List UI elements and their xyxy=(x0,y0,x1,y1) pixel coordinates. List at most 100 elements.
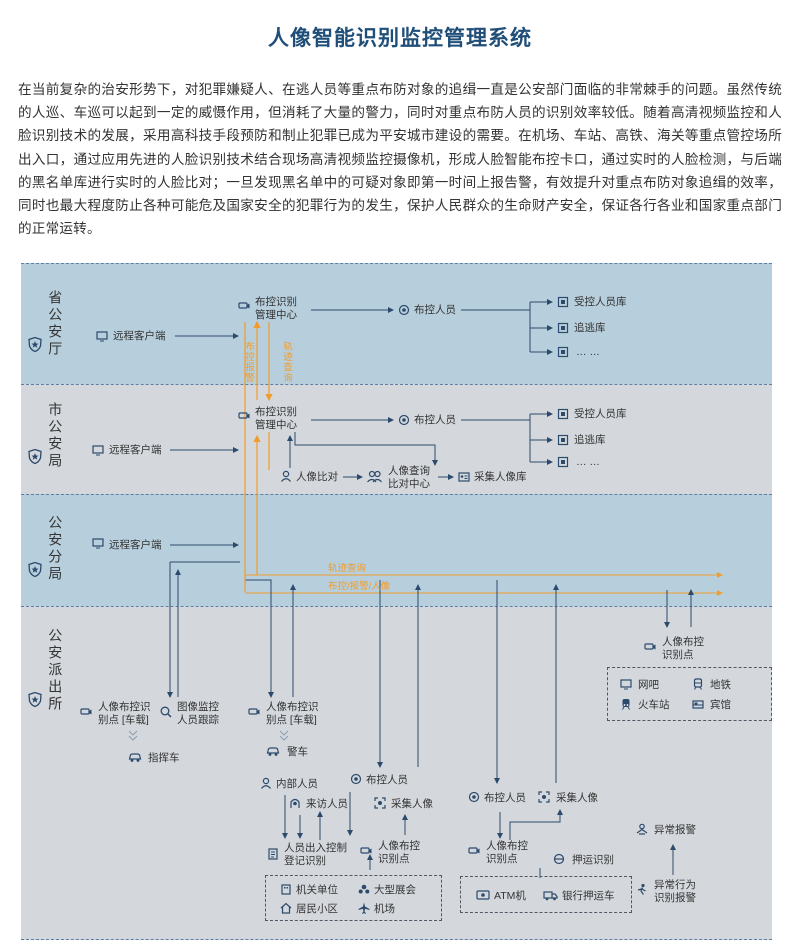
collect1-label: 采集人像 xyxy=(391,798,433,810)
personnel1-label: 布控人员 xyxy=(366,774,408,786)
venue-box-mid xyxy=(460,876,632,913)
divider xyxy=(21,494,772,495)
flow-label-trace-down: 轨迹查询 xyxy=(281,341,292,383)
camera-icon xyxy=(468,847,480,854)
subway-icon xyxy=(693,678,703,690)
venue-left-label: 机关单位 xyxy=(296,884,338,896)
face-scan-icon xyxy=(538,791,550,803)
city-compare-label: 人像比对 xyxy=(296,471,338,483)
home-icon xyxy=(280,902,292,914)
band-label-branch: 公安分局 xyxy=(26,515,66,588)
database-icon xyxy=(557,456,569,468)
train-icon xyxy=(622,699,630,710)
flow-label-alarm: 布控/报警/人像 xyxy=(328,581,391,592)
camera-icon xyxy=(360,847,372,854)
point2-label: 人像布控 识别点 xyxy=(486,840,528,865)
monitor-icon xyxy=(96,331,108,342)
car-icon xyxy=(266,747,280,756)
city-center-label: 布控识别 管理中心 xyxy=(255,406,297,431)
escort-icon xyxy=(553,853,565,865)
venue-left-label: 居民小区 xyxy=(296,903,338,915)
city-db3-label: … … xyxy=(576,456,600,468)
police-car-label: 警车 xyxy=(287,746,308,758)
visitor-label: 来访人员 xyxy=(306,798,348,810)
page-title: 人像智能识别监控管理系统 xyxy=(268,27,532,50)
divider xyxy=(21,606,772,607)
vehicle-point-label: 人像布控识 别点 [车载] xyxy=(98,701,151,726)
band-city xyxy=(21,384,772,494)
expo-icon xyxy=(358,884,370,894)
car-icon xyxy=(128,753,142,762)
airplane-icon xyxy=(358,902,370,914)
camera-icon xyxy=(238,302,250,309)
venue-mid-label: 银行押运车 xyxy=(562,890,615,902)
city-query-label: 人像查询 比对中心 xyxy=(388,465,430,490)
venue-right-label: 火车站 xyxy=(638,699,670,711)
officer-icon xyxy=(398,304,410,316)
band-province xyxy=(21,263,772,384)
city-remote-label: 远程客户端 xyxy=(109,444,162,456)
province-db1-label: 受控人员库 xyxy=(574,296,627,308)
camera-icon xyxy=(248,708,260,715)
province-db2-label: 追逃库 xyxy=(574,322,606,334)
camera-icon xyxy=(238,412,250,419)
command-car-label: 指挥车 xyxy=(148,752,180,764)
city-personnel-label: 布控人员 xyxy=(414,414,456,426)
venue-left-label: 机场 xyxy=(374,903,395,915)
city-collect-label: 采集人像库 xyxy=(474,471,527,483)
track-icon xyxy=(160,706,172,718)
insider-label: 内部人员 xyxy=(276,778,318,790)
collect2-label: 采集人像 xyxy=(556,792,598,804)
database-icon xyxy=(557,296,569,308)
id-card-icon xyxy=(458,472,470,482)
point1-label: 人像布控 识别点 xyxy=(378,840,420,865)
image-monitor-label: 图像监控 人员跟踪 xyxy=(177,701,219,726)
database-icon xyxy=(557,322,569,334)
truck-icon xyxy=(543,891,558,901)
province-remote-label: 远程客户端 xyxy=(113,330,166,342)
right-point-label: 人像布控 识别点 xyxy=(662,636,704,661)
divider xyxy=(21,939,772,940)
face-compare-icon xyxy=(281,470,291,482)
flow-label-alarm-up: 布控报警 xyxy=(243,341,254,383)
abnormal-alarm-label: 异常报警 xyxy=(654,824,696,836)
flow-label-trace: 轨迹查询 xyxy=(328,563,367,574)
police-badge-icon xyxy=(28,336,42,353)
face-scan-icon xyxy=(374,797,386,809)
officer-icon xyxy=(350,773,362,785)
database-icon xyxy=(557,346,569,358)
officer-icon xyxy=(468,791,480,803)
venue-box-right xyxy=(607,667,772,721)
police-badge-icon xyxy=(28,448,42,465)
abnormal-behavior-label: 异常行为 识别报警 xyxy=(654,879,696,904)
province-center-label: 布控识别 管理中心 xyxy=(255,296,297,321)
band-label-city: 市公安局 xyxy=(26,402,66,475)
venue-box-left xyxy=(265,875,442,921)
intro-paragraph: 在当前复杂的治安形势下，对犯罪嫌疑人、在逃人员等重点布防对象的追缉一直是公安部门… xyxy=(18,82,782,237)
hotel-icon xyxy=(692,700,704,709)
entry-control-label: 人员出入控制 登记识别 xyxy=(284,842,347,867)
vehicle-point2-label: 人像布控识 别点 [车载] xyxy=(266,701,319,726)
alarm-icon xyxy=(636,823,648,835)
venue-right-label: 网吧 xyxy=(638,679,659,691)
province-db3-label: … … xyxy=(576,346,600,358)
person-icon xyxy=(261,777,271,789)
venue-right-label: 地铁 xyxy=(710,679,731,691)
monitor-icon xyxy=(620,679,632,690)
monitor-icon xyxy=(92,445,104,456)
venue-left-label: 大型展会 xyxy=(374,884,416,896)
city-db1-label: 受控人员库 xyxy=(574,408,627,420)
building-icon xyxy=(281,884,291,895)
band-branch xyxy=(21,494,772,606)
police-badge-icon xyxy=(28,561,42,578)
database-icon xyxy=(557,434,569,446)
database-icon xyxy=(557,408,569,420)
branch-remote-label: 远程客户端 xyxy=(109,539,162,551)
city-db2-label: 追逃库 xyxy=(574,434,606,446)
venue-mid-label: ATM机 xyxy=(494,890,526,902)
officer-icon xyxy=(398,414,410,426)
divider xyxy=(21,263,772,264)
province-personnel-label: 布控人员 xyxy=(414,304,456,316)
band-label-province: 省公安厅 xyxy=(26,290,66,363)
